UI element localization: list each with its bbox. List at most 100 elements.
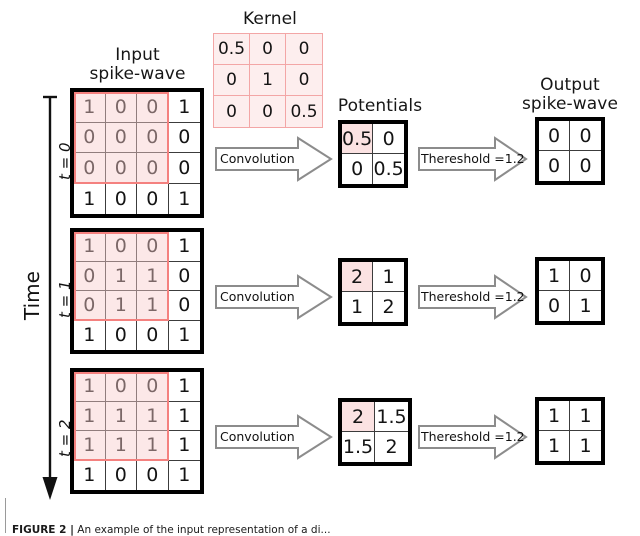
cell-0-3: 1 bbox=[168, 232, 200, 262]
cell-1-3: 0 bbox=[168, 261, 200, 291]
cell-2-2: 0 bbox=[137, 153, 169, 184]
kernel-cell-0-2: 0 bbox=[286, 34, 322, 65]
caption-text: An example of the input representation o… bbox=[73, 524, 331, 536]
cell-0-0: 0.5 bbox=[342, 124, 374, 154]
cell-1-3: 0 bbox=[168, 122, 200, 153]
cell-0-1: 1.5 bbox=[375, 402, 408, 432]
potentials-heading: Potentials bbox=[337, 96, 423, 116]
threshold-label-1: Thereshold =1.2 bbox=[421, 289, 525, 304]
cell-1-0: 1 bbox=[74, 401, 106, 431]
cell-2-1: 1 bbox=[105, 291, 137, 321]
kernel-cell-2-2: 0.5 bbox=[286, 96, 322, 127]
cell-0-2: 0 bbox=[137, 232, 169, 262]
cell-1-1: 0 bbox=[105, 122, 137, 153]
cell-1-3: 1 bbox=[168, 401, 200, 431]
convolution-label-1: Convolution bbox=[220, 289, 295, 304]
output-heading: Output spike-wave bbox=[521, 75, 619, 114]
cell-2-3: 0 bbox=[168, 153, 200, 184]
cell-0-1: 0 bbox=[105, 92, 137, 123]
cell-3-0: 1 bbox=[74, 183, 106, 214]
input-heading: Input spike-wave bbox=[89, 45, 186, 84]
cell-1-1: 0 bbox=[570, 151, 601, 181]
threshold-arrow-0 bbox=[418, 136, 528, 182]
kernel-cell-1-2: 0 bbox=[286, 65, 322, 96]
cell-1-0: 0 bbox=[74, 261, 106, 291]
time-axis-arrow bbox=[42, 95, 58, 500]
cell-2-1: 1 bbox=[105, 431, 137, 461]
cell-2-0: 0 bbox=[74, 291, 106, 321]
cell-0-1: 0 bbox=[373, 124, 404, 154]
cell-3-0: 1 bbox=[74, 320, 106, 350]
kernel-cell-0-0: 0.5 bbox=[214, 34, 250, 65]
cell-2-0: 1 bbox=[74, 431, 106, 461]
cell-0-0: 0 bbox=[539, 121, 570, 151]
threshold-arrow-1 bbox=[418, 274, 528, 320]
cell-0-1: 0 bbox=[105, 372, 137, 402]
cell-3-1: 0 bbox=[105, 460, 137, 490]
kernel-cell-0-1: 0 bbox=[250, 34, 286, 65]
kernel-cell-2-1: 0 bbox=[250, 96, 286, 127]
cell-3-3: 1 bbox=[168, 183, 200, 214]
cell-2-0: 0 bbox=[74, 153, 106, 184]
cell-0-1: 0 bbox=[105, 232, 137, 262]
cell-0-0: 1 bbox=[74, 92, 106, 123]
cell-3-1: 0 bbox=[105, 320, 137, 350]
cell-1-1: 1 bbox=[570, 431, 601, 461]
cell-0-1: 1 bbox=[570, 401, 601, 431]
cell-0-0: 2 bbox=[342, 262, 373, 292]
cell-0-1: 0 bbox=[570, 121, 601, 151]
threshold-arrow-2 bbox=[418, 414, 528, 460]
cell-1-2: 0 bbox=[137, 122, 169, 153]
cell-1-2: 1 bbox=[137, 261, 169, 291]
figure-caption: FIGURE 2 | An example of the input repre… bbox=[12, 524, 331, 536]
cell-2-1: 0 bbox=[105, 153, 137, 184]
kernel-heading: Kernel bbox=[242, 9, 297, 29]
cell-2-2: 1 bbox=[137, 431, 169, 461]
caption-rule bbox=[5, 498, 6, 533]
convolution-arrow-0 bbox=[215, 136, 333, 182]
cell-1-0: 0 bbox=[539, 291, 570, 321]
cell-0-0: 1 bbox=[539, 401, 570, 431]
cell-0-3: 1 bbox=[168, 372, 200, 402]
kernel-cell-2-0: 0 bbox=[214, 96, 250, 127]
cell-3-1: 0 bbox=[105, 183, 137, 214]
cell-1-1: 1 bbox=[105, 261, 137, 291]
cell-0-2: 0 bbox=[137, 92, 169, 123]
cell-1-0: 1.5 bbox=[342, 432, 375, 462]
cell-3-2: 0 bbox=[137, 183, 169, 214]
cell-1-0: 1 bbox=[342, 292, 373, 322]
cell-3-3: 1 bbox=[168, 320, 200, 350]
time-axis-label: Time bbox=[20, 271, 44, 320]
threshold-label-0: Thereshold =1.2 bbox=[421, 151, 525, 166]
cell-3-2: 0 bbox=[137, 320, 169, 350]
cell-3-0: 1 bbox=[74, 460, 106, 490]
cell-1-1: 2 bbox=[375, 432, 408, 462]
convolution-label-2: Convolution bbox=[220, 429, 295, 444]
cell-1-2: 1 bbox=[137, 401, 169, 431]
caption-prefix: FIGURE 2 | bbox=[12, 524, 74, 536]
cell-1-1: 1 bbox=[105, 401, 137, 431]
cell-1-0: 1 bbox=[539, 431, 570, 461]
cell-1-1: 2 bbox=[373, 292, 404, 322]
cell-2-3: 0 bbox=[168, 291, 200, 321]
convolution-label-0: Convolution bbox=[220, 151, 295, 166]
cell-0-0: 1 bbox=[539, 261, 570, 291]
cell-3-3: 1 bbox=[168, 460, 200, 490]
cell-1-1: 0.5 bbox=[373, 154, 404, 184]
threshold-label-2: Thereshold =1.2 bbox=[421, 429, 525, 444]
kernel-cell-1-0: 0 bbox=[214, 65, 250, 96]
cell-1-0: 0 bbox=[74, 122, 106, 153]
cell-0-0: 1 bbox=[74, 372, 106, 402]
cell-0-3: 1 bbox=[168, 92, 200, 123]
cell-2-2: 1 bbox=[137, 291, 169, 321]
